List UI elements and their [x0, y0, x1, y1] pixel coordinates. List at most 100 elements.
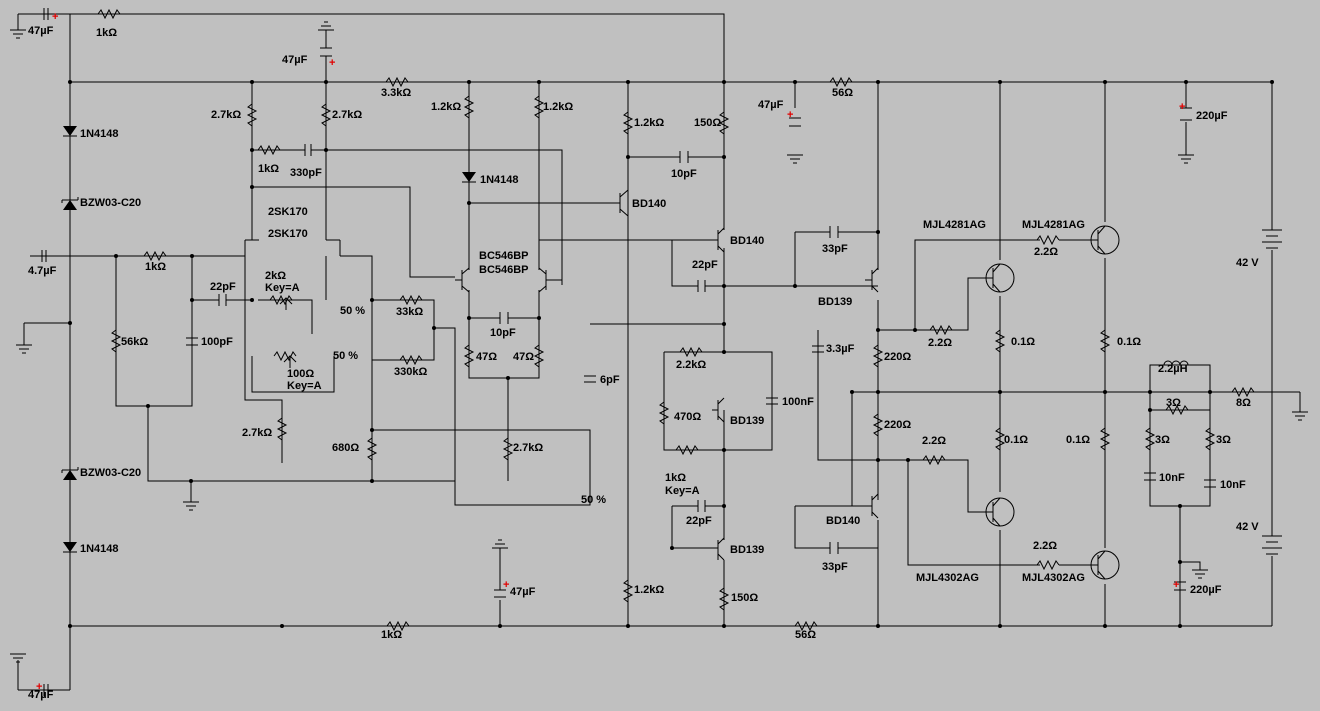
- label: 42 V: [1236, 521, 1259, 533]
- label: 220Ω: [884, 419, 911, 431]
- label: 470Ω: [674, 411, 701, 423]
- label: 56Ω: [832, 87, 853, 99]
- label: 330pF: [290, 167, 322, 179]
- diode-symbols: [61, 126, 476, 553]
- ground-symbol: [1292, 411, 1308, 421]
- capacitor-symbol: [186, 337, 198, 346]
- svg-text:+: +: [503, 579, 509, 591]
- label: 220µF: [1190, 584, 1222, 596]
- resistor-symbol: [1036, 234, 1060, 246]
- resistor-symbol: [872, 344, 884, 368]
- label: 2.7kΩ: [211, 109, 241, 121]
- label: 0.1Ω: [1011, 336, 1035, 348]
- label: 1N4148: [80, 543, 119, 555]
- resistor-symbol: [110, 329, 122, 353]
- label: BD140: [826, 515, 860, 527]
- label: 47Ω: [476, 351, 497, 363]
- polarity-marks: + + + + + + +: [36, 11, 1185, 693]
- label: 56Ω: [795, 629, 816, 641]
- resistor-symbol: [97, 8, 121, 20]
- capacitor-symbol: [499, 312, 509, 324]
- ground-symbol: [1178, 154, 1194, 164]
- label: 47µF: [28, 25, 54, 37]
- label: 22pF: [686, 515, 712, 527]
- capacitor-symbol: [766, 397, 778, 405]
- resistor-symbol: [246, 103, 258, 127]
- resistor-symbol: [399, 354, 423, 366]
- resistor-symbol: [1204, 427, 1216, 451]
- zener-symbol: [63, 470, 77, 480]
- capacitor-symbol: [218, 294, 227, 306]
- capacitor-symbol: [304, 144, 312, 156]
- label: 2kΩ: [265, 270, 286, 282]
- label: 8Ω: [1236, 397, 1251, 409]
- label: 33pF: [822, 561, 848, 573]
- label: 150Ω: [694, 117, 721, 129]
- capacitor-symbol: [1180, 107, 1192, 121]
- label: 2.2Ω: [1033, 540, 1057, 552]
- label: 1.2kΩ: [431, 101, 461, 113]
- capacitor-symbol: [829, 542, 839, 554]
- resistor-symbol: [1144, 427, 1156, 451]
- ground-symbol: [318, 21, 334, 31]
- label: 10pF: [671, 168, 697, 180]
- label: 0.1Ω: [1004, 434, 1028, 446]
- inductor-symbol: [1163, 360, 1189, 366]
- label: 22pF: [210, 281, 236, 293]
- diode-symbol: [63, 126, 77, 136]
- resistor-symbol: [366, 437, 378, 461]
- resistor-symbol: [1036, 559, 1060, 571]
- label: 33kΩ: [396, 306, 423, 318]
- label: 47µF: [282, 54, 308, 66]
- label: 3Ω: [1216, 434, 1231, 446]
- resistor-symbol: [718, 111, 730, 135]
- label: 42 V: [1236, 257, 1259, 269]
- label: Key=A: [265, 282, 300, 294]
- label: 680Ω: [332, 442, 359, 454]
- ground-symbol: [183, 501, 199, 511]
- label: BC546BP: [479, 250, 529, 262]
- label: 100pF: [201, 336, 233, 348]
- resistor-symbol: [994, 427, 1006, 451]
- capacitor-symbol: [43, 8, 49, 20]
- label: 3Ω: [1155, 434, 1170, 446]
- label: BD139: [818, 296, 852, 308]
- resistor-symbol: [385, 76, 409, 88]
- resistor-symbol: [994, 329, 1006, 353]
- capacitor-symbol: [320, 47, 332, 57]
- resistor-symbol: [386, 620, 410, 632]
- label: 1kΩ: [96, 27, 117, 39]
- label: 1kΩ: [665, 472, 686, 484]
- capacitor-symbol: [829, 226, 839, 238]
- resistor-symbol: [622, 579, 634, 603]
- label: 47µF: [510, 586, 536, 598]
- diode-symbol: [462, 172, 476, 182]
- label: 2.2Ω: [1034, 246, 1058, 258]
- resistor-symbol: [718, 587, 730, 611]
- resistor-symbol: [502, 437, 514, 461]
- resistor-symbol: [1099, 329, 1111, 353]
- label: 4.7µF: [28, 265, 57, 277]
- label: 2.2kΩ: [676, 359, 706, 371]
- label: MJL4302AG: [916, 572, 979, 584]
- label: 220µF: [1196, 110, 1228, 122]
- label: 1.2kΩ: [543, 101, 573, 113]
- label: 10nF: [1220, 479, 1246, 491]
- label: Key=A: [665, 485, 700, 497]
- label: 2.7kΩ: [242, 427, 272, 439]
- label: 2.2Ω: [922, 435, 946, 447]
- label: 10pF: [490, 327, 516, 339]
- svg-text:+: +: [787, 109, 793, 121]
- label: 50 %: [333, 350, 358, 362]
- resistor-symbol: [533, 95, 545, 119]
- label: 2.7kΩ: [332, 109, 362, 121]
- ground-symbol: [10, 29, 26, 39]
- label: 47Ω: [513, 351, 534, 363]
- capacitor-symbol: [679, 151, 689, 163]
- potentiometer-symbol: [269, 294, 293, 306]
- label: 100Ω: [287, 368, 314, 380]
- capacitor-symbol: [697, 500, 706, 512]
- ground-symbol: [1192, 569, 1208, 579]
- resistor-symbol: [829, 76, 853, 88]
- label: 10nF: [1159, 472, 1185, 484]
